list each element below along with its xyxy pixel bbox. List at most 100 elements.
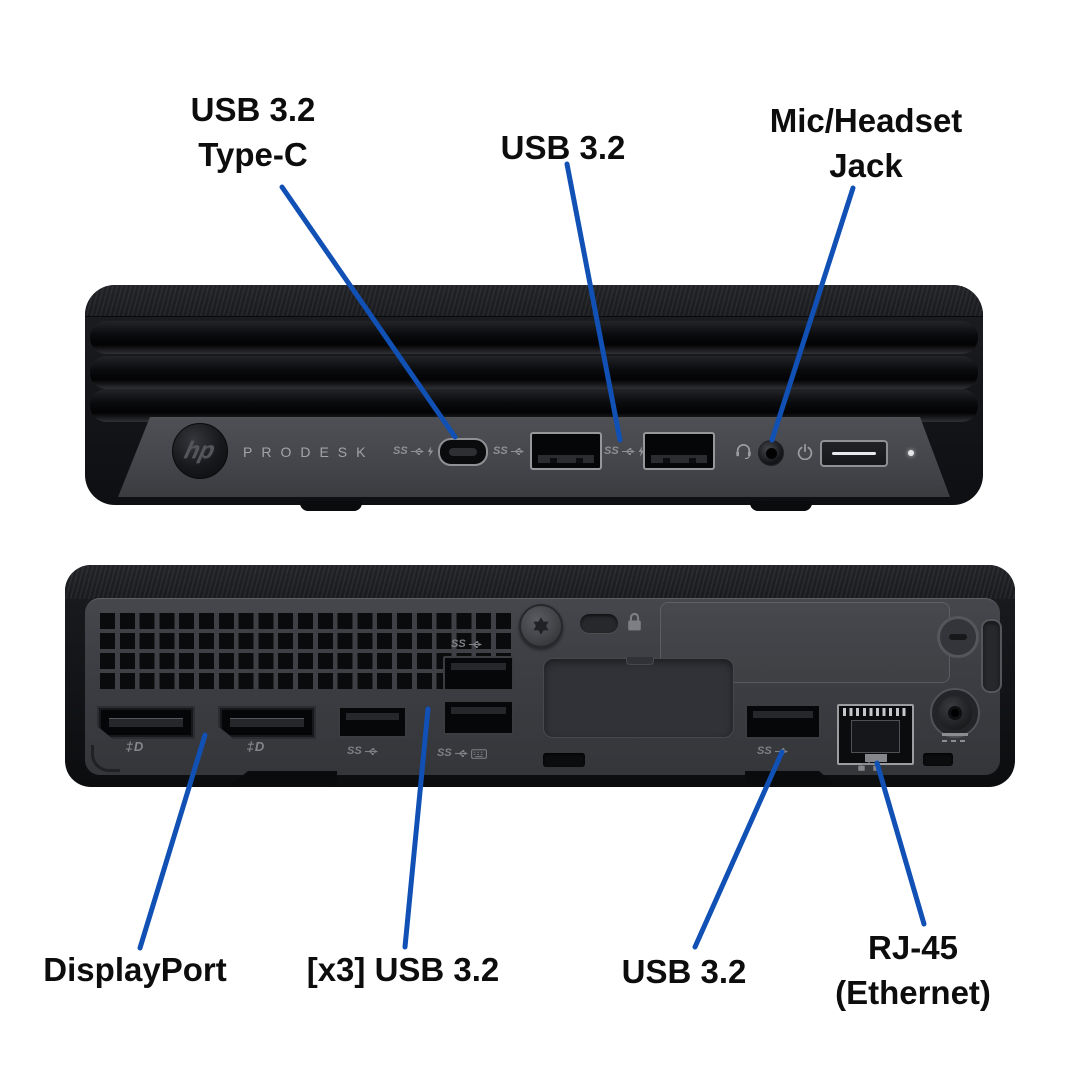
callout-label-usb-front: USB 3.2 — [501, 126, 626, 171]
usb-a-port-front-2 — [643, 432, 715, 470]
usb-tongue — [651, 455, 707, 463]
usb-type-c-slot — [449, 448, 477, 456]
lightning-bolt-icon — [427, 446, 434, 457]
power-button-line — [832, 451, 876, 456]
usb-trident-icon — [510, 447, 525, 456]
padlock-icon — [628, 612, 641, 631]
front-rib — [90, 321, 978, 354]
callout-label-usb-x3: [x3] USB 3.2 — [307, 948, 500, 993]
torx-star-icon — [533, 617, 549, 635]
recessed-panel — [543, 657, 734, 738]
key-lock-icon — [937, 616, 979, 658]
power-led — [908, 450, 914, 456]
back-chassis: ‡D ‡D SS SS — [65, 565, 1015, 787]
headset-jack — [758, 440, 784, 466]
usb-a-port-back-left — [338, 706, 407, 738]
label-line: Type-C — [198, 135, 308, 173]
corner-hook — [91, 745, 120, 772]
chassis-foot — [230, 771, 337, 786]
cable-slot — [543, 753, 585, 767]
label-line: USB 3.2 — [190, 91, 316, 128]
usb-tongue — [538, 455, 594, 463]
usb-trident-icon — [621, 447, 636, 456]
thumbscrew — [519, 604, 563, 648]
usb-tongue — [753, 711, 813, 718]
usb-ss-marking: SS — [757, 746, 789, 757]
hp-logo: hp — [172, 423, 228, 479]
label-line: RJ-45 — [868, 929, 958, 966]
usb-a-port-back-right — [745, 704, 821, 739]
usb-ss-marking: SS — [451, 639, 483, 650]
superspeed-text: SS — [604, 445, 619, 457]
label-line: DisplayPort — [43, 951, 227, 988]
usb-trident-icon — [468, 640, 483, 649]
back-face-panel: ‡D ‡D SS SS — [85, 598, 1002, 775]
usb-tongue — [451, 663, 506, 670]
superspeed-text: SS — [757, 745, 772, 757]
jack-hole — [765, 447, 777, 459]
displayport-tongue — [230, 718, 304, 727]
superspeed-text: SS — [437, 747, 452, 759]
displayport-logo-icon: ‡D — [246, 739, 266, 754]
chassis-foot — [750, 501, 812, 511]
front-port-bar: hp PRODESK SS SS — [118, 417, 950, 497]
dc-power-icon — [942, 733, 968, 742]
back-view-device: ‡D ‡D SS SS — [65, 565, 1015, 795]
front-rib — [90, 356, 978, 389]
usb-ss-charging-marking: SS — [604, 446, 645, 457]
usb-a-port-front-1 — [530, 432, 602, 470]
headset-icon — [736, 444, 751, 459]
usb-type-c-port — [438, 438, 488, 466]
ventilation-grille — [100, 613, 511, 689]
cable-slot — [923, 753, 953, 766]
usb-trident-icon — [410, 447, 425, 456]
usb-ss-charging-marking: SS — [393, 446, 434, 457]
callout-label-mic-headset: Mic/Headset Jack — [770, 99, 963, 189]
displayport-tongue — [109, 718, 183, 727]
displayport-port-1 — [97, 706, 195, 739]
displayport-port-2 — [218, 706, 316, 739]
dc-icon-bar — [942, 733, 968, 736]
keyboard-icon — [471, 749, 487, 759]
rj45-socket — [851, 720, 900, 753]
security-slot — [580, 614, 618, 633]
dc-power-jack — [930, 688, 980, 738]
usb-tongue — [451, 707, 506, 714]
usb-tongue — [346, 713, 399, 720]
power-icon — [797, 444, 813, 460]
hp-logo-text: hp — [182, 437, 219, 464]
usb-a-port-back-stack-bottom — [443, 700, 514, 735]
rj45-clip-tab — [864, 754, 887, 762]
side-latch-slot — [981, 619, 1002, 693]
callout-label-usb-type-c: USB 3.2 Type-C — [191, 88, 316, 178]
usb-ss-marking: SS — [493, 446, 525, 457]
chassis-foot — [300, 501, 362, 511]
callout-label-displayport: DisplayPort — [43, 948, 226, 993]
model-name: PRODESK — [243, 444, 375, 460]
network-icon — [858, 756, 880, 771]
label-line: [x3] USB 3.2 — [306, 951, 500, 988]
label-line: (Ethernet) — [835, 973, 991, 1011]
key-lock-slot — [949, 634, 967, 640]
front-chassis: hp PRODESK SS SS — [85, 285, 983, 505]
usb-trident-icon — [454, 749, 469, 758]
back-top-texture — [65, 565, 1015, 599]
superspeed-text: SS — [393, 445, 408, 457]
front-view-device: hp PRODESK SS SS — [85, 285, 983, 511]
front-top-texture — [85, 285, 983, 317]
label-line: USB 3.2 — [500, 129, 626, 166]
rj45-ethernet-port — [837, 704, 914, 765]
callout-label-usb-back: USB 3.2 — [622, 950, 747, 995]
label-line: USB 3.2 — [621, 953, 747, 990]
rj45-contacts — [843, 708, 908, 716]
usb-a-port-back-stack-top — [443, 656, 514, 691]
label-line: Jack — [829, 146, 903, 184]
usb-trident-icon — [364, 747, 379, 756]
power-jack-pin — [951, 709, 959, 717]
callout-label-rj45: RJ-45 (Ethernet) — [835, 926, 991, 1016]
usb-ss-marking: SS — [347, 746, 379, 757]
panel-notch — [625, 657, 654, 665]
superspeed-text: SS — [347, 745, 362, 757]
usb-trident-icon — [774, 747, 789, 756]
